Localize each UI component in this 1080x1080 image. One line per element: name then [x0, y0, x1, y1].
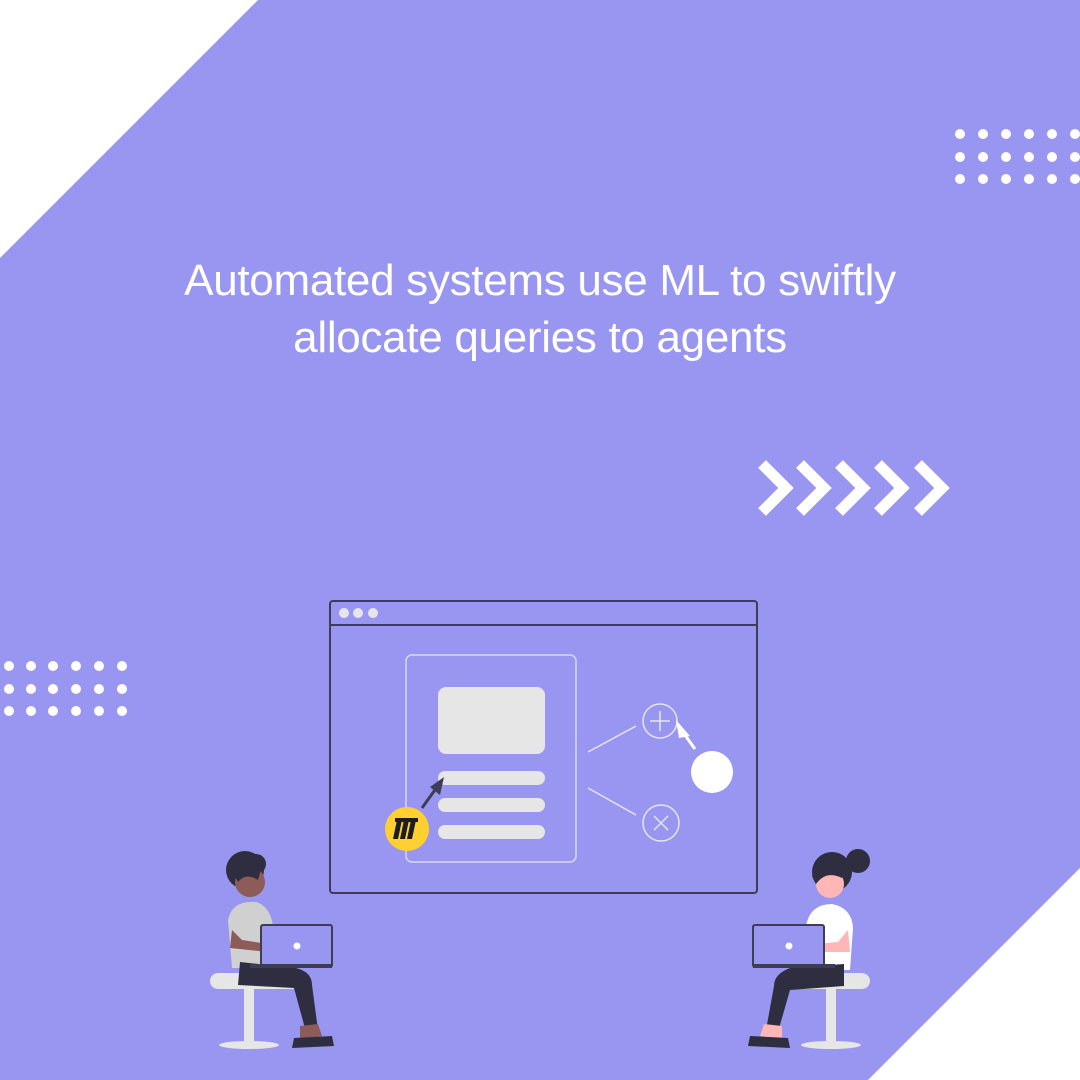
miro-logo-icon	[385, 807, 429, 851]
white-circle	[691, 751, 733, 793]
headline: Automated systems use ML to swiftly allo…	[90, 252, 990, 366]
dot-grid-top-right	[955, 129, 1080, 184]
x-circle-icon	[642, 804, 680, 842]
person-with-laptop-left	[210, 851, 334, 1049]
plus-circle-icon	[642, 703, 678, 739]
person-with-laptop-right	[748, 849, 870, 1049]
dot-grid-left	[4, 661, 127, 716]
cursor-arrow-icon	[676, 720, 697, 750]
headline-line-2: allocate queries to agents	[293, 313, 787, 362]
double-chevron-right-icon	[758, 460, 950, 516]
branch-lines	[587, 725, 637, 816]
content-card	[405, 654, 577, 863]
cursor-arrow-icon	[420, 777, 444, 809]
headline-line-1: Automated systems use ML to swiftly	[184, 256, 896, 305]
